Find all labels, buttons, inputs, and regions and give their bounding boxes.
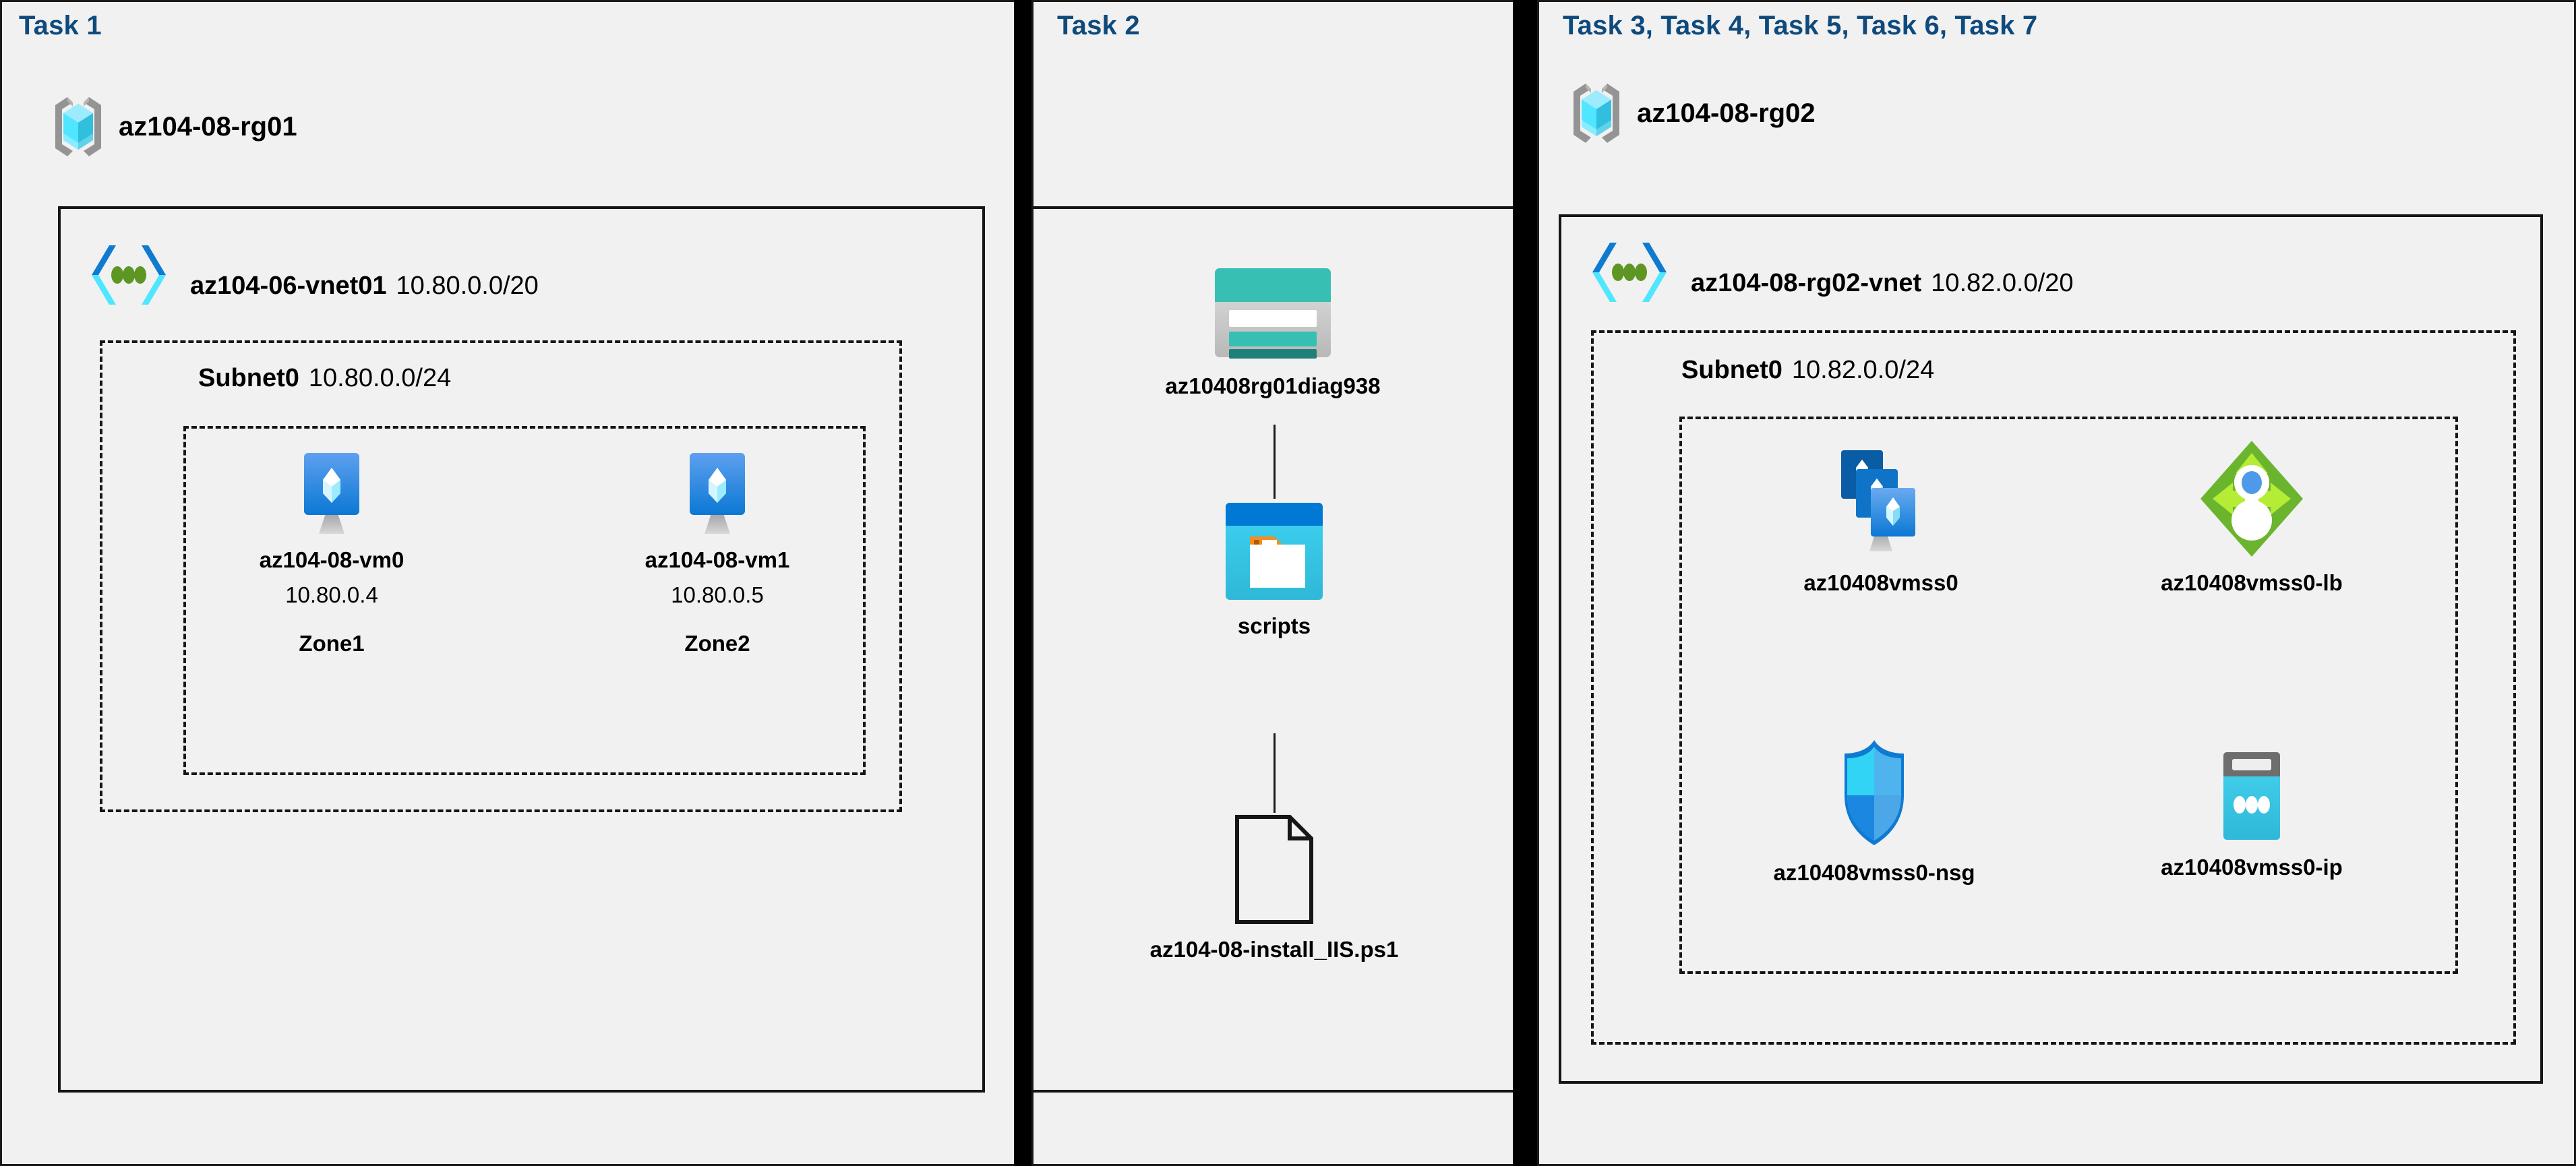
task1-vm-0-ip: 10.80.0.4 — [285, 582, 378, 607]
task2-blob-container-name: scripts — [1237, 613, 1311, 638]
task2-storage-account-name: az10408rg01diag938 — [1165, 373, 1381, 398]
task1-vnet-cidr: 10.80.0.0/20 — [396, 272, 539, 300]
task1-vm-1-zone: Zone2 — [684, 631, 750, 656]
task1-title: Task 1 — [19, 11, 102, 40]
load-balancer-icon — [2198, 438, 2306, 559]
task3to7-public-ip-name: az10408vmss0-ip — [2161, 855, 2343, 880]
resource-group-icon — [1571, 80, 1622, 147]
task3to7-subnet-box — [1591, 330, 2516, 1045]
task1-vm-1[interactable]: az104-08-vm1 10.80.0.5 Zone2 — [589, 450, 845, 656]
virtual-machine-icon — [678, 450, 757, 536]
task1-vnet-label: az104-06-vnet01 10.80.0.0/20 — [92, 232, 539, 305]
task3to7-resource-group-box — [1679, 417, 2458, 974]
task1-vm-0-zone: Zone1 — [299, 631, 365, 656]
task3to7-public-ip[interactable]: az10408vmss0-ip — [2103, 748, 2400, 880]
task1-subnet-name: Subnet0 — [198, 364, 299, 392]
script-file-icon — [1229, 813, 1319, 926]
task3to7-subnet-cidr: 10.82.0.0/24 — [1791, 356, 1935, 384]
task1-subnet-cidr: 10.80.0.0/24 — [308, 364, 452, 392]
vm-scale-set-icon — [1834, 446, 1927, 559]
resource-group-icon — [53, 93, 104, 160]
task2-connector-storage-to-container — [1274, 425, 1276, 499]
virtual-network-icon — [1592, 241, 1667, 303]
column-divider-2 — [1513, 0, 1538, 1166]
task3to7-vm-scale-set-name: az10408vmss0 — [1803, 570, 1958, 595]
task2-script-file[interactable]: az104-08-install_IIS.ps1 — [1065, 813, 1483, 962]
public-ip-address-icon — [2215, 748, 2289, 844]
task3to7-resource-group: az104-08-rg02 — [1571, 80, 1816, 147]
task1-vm-1-ip: 10.80.0.5 — [671, 582, 764, 607]
task3to7-vm-scale-set[interactable]: az10408vmss0 — [1733, 446, 2029, 596]
task1-resource-group: az104-08-rg01 — [53, 93, 297, 160]
task1-vm-1-name: az104-08-vm1 — [645, 547, 790, 572]
task3to7-vnet-box — [1559, 214, 2543, 1084]
task1-resource-group-name: az104-08-rg01 — [119, 111, 297, 142]
task3to7-title: Task 3, Task 4, Task 5, Task 6, Task 7 — [1563, 11, 2038, 40]
virtual-network-icon — [92, 244, 166, 306]
task1-vm-group-box — [183, 426, 866, 775]
task3to7-load-balancer[interactable]: az10408vmss0-lb — [2103, 438, 2400, 596]
task1-subnet-box — [100, 340, 902, 812]
task3to7-network-security-group-name: az10408vmss0-nsg — [1773, 860, 1975, 885]
task3to7-subnet-label: Subnet0 10.82.0.0/24 — [1681, 356, 1934, 385]
task3to7-vnet-name: az104-08-rg02-vnet — [1691, 269, 1922, 297]
column-divider-1 — [1014, 0, 1033, 1166]
virtual-machine-icon — [292, 450, 371, 536]
task3to7-resource-group-name: az104-08-rg02 — [1637, 98, 1816, 128]
task2-connector-container-to-script — [1274, 733, 1276, 813]
task1-vm-0-name: az104-08-vm0 — [259, 547, 405, 572]
task3to7-load-balancer-name: az10408vmss0-lb — [2161, 570, 2343, 595]
task2-script-file-name: az104-08-install_IIS.ps1 — [1149, 937, 1399, 962]
storage-account-icon — [1212, 263, 1334, 363]
task2-blob-container[interactable]: scripts — [1146, 500, 1402, 639]
task1-vnet-box — [58, 206, 985, 1093]
task2-title: Task 2 — [1057, 11, 1140, 40]
task3to7-vnet-label: az104-08-rg02-vnet 10.82.0.0/20 — [1592, 229, 2074, 302]
task3to7-subnet-name: Subnet0 — [1681, 356, 1783, 384]
task2-storage-account[interactable]: az10408rg01diag938 — [1084, 263, 1462, 399]
blob-container-icon — [1223, 500, 1325, 603]
task3to7-network-security-group[interactable]: az10408vmss0-nsg — [1716, 736, 2033, 886]
network-security-group-icon — [1837, 736, 1911, 849]
task3to7-vnet-cidr: 10.82.0.0/20 — [1931, 269, 2074, 297]
task1-vnet-name: az104-06-vnet01 — [190, 272, 387, 300]
task1-panel — [0, 0, 1016, 1166]
task1-subnet-label: Subnet0 10.80.0.0/24 — [198, 364, 451, 393]
task1-vm-0[interactable]: az104-08-vm0 10.80.0.4 Zone1 — [204, 450, 460, 656]
